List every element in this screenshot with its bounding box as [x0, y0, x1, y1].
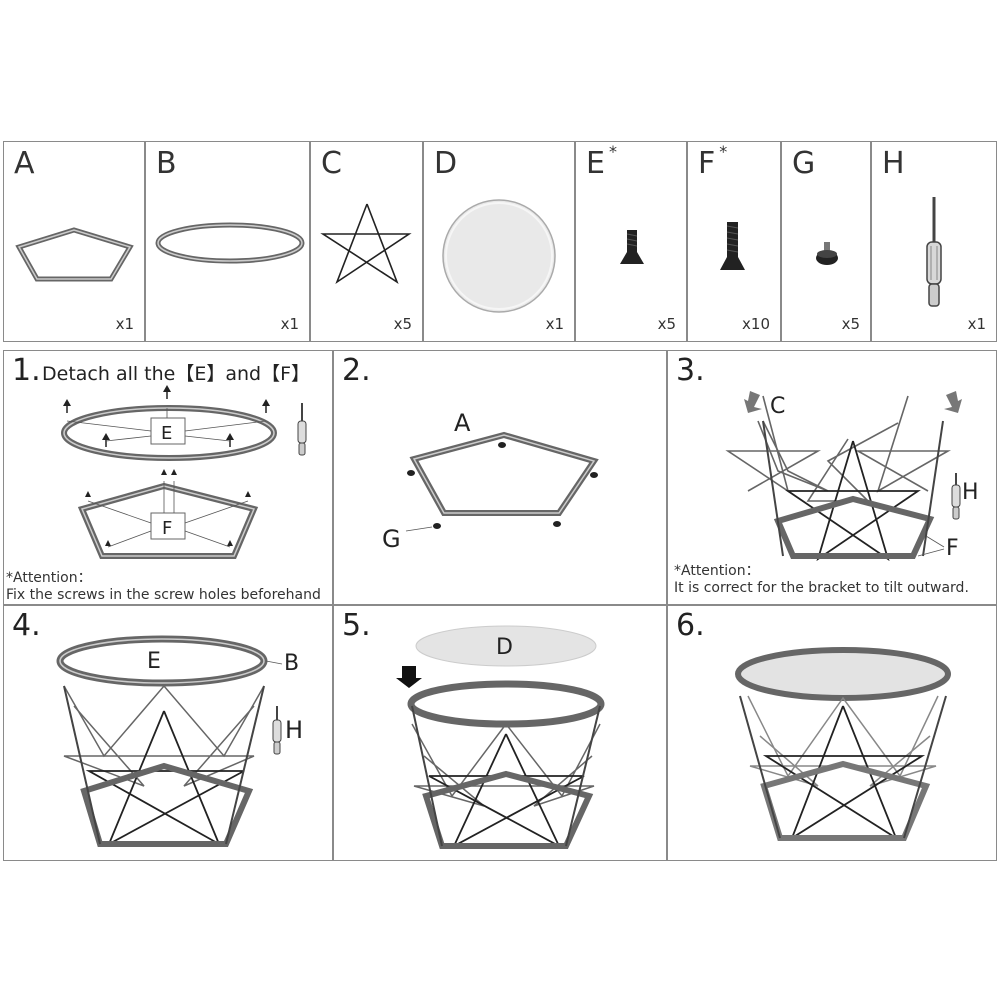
place-glass-diagram: D: [396, 625, 605, 849]
glass-top-icon: [442, 199, 556, 313]
label-h: H: [285, 716, 303, 744]
label-e: E: [147, 649, 161, 674]
part-letter: G: [792, 146, 816, 181]
label-f: F: [162, 518, 172, 539]
star-bracket-icon: [320, 203, 412, 285]
attention-note: *Attention： Fix the screws in the screw …: [6, 570, 321, 603]
pentagon-feet-diagram: A G: [382, 409, 599, 553]
part-qty: x10: [742, 315, 770, 333]
label-c: C: [770, 394, 785, 419]
step-3-panel: 3. C H F *Attention： It is correct for t…: [667, 350, 997, 605]
step-number: 4.: [12, 608, 41, 643]
label-d: D: [496, 635, 513, 660]
part-qty: x1: [967, 315, 986, 333]
step-number: 5.: [342, 608, 371, 643]
part-letter: C: [321, 146, 342, 181]
step-1-panel: 1. Detach all the【E】and【F】 E F: [3, 350, 333, 605]
part-cell-g: G x5: [781, 141, 871, 342]
part-qty: x5: [841, 315, 860, 333]
part-qty: x5: [393, 315, 412, 333]
part-cell-e: E* x5: [575, 141, 687, 342]
part-cell-a: A x1: [3, 141, 145, 342]
pentagon-frame-icon: [15, 227, 134, 282]
label-h: H: [962, 480, 979, 505]
finished-table-diagram: [735, 647, 951, 841]
part-letter: H: [882, 146, 905, 181]
part-qty: x1: [115, 315, 134, 333]
step-number: 2.: [342, 353, 371, 388]
long-screw-icon: [720, 222, 745, 270]
part-cell-b: B x1: [145, 141, 310, 342]
step-5-panel: 5. D: [333, 605, 667, 861]
step-2-panel: 2. A G: [333, 350, 667, 605]
part-qty: x1: [280, 315, 299, 333]
part-cell-c: C x5: [310, 141, 423, 342]
label-e: E: [161, 423, 172, 444]
screwdriver-icon: [926, 197, 942, 307]
step-6-panel: 6.: [667, 605, 997, 861]
ring-frame-icon: [155, 222, 305, 264]
attention-note: *Attention： It is correct for the bracke…: [674, 563, 969, 596]
short-screw-icon: [620, 230, 644, 264]
label-b: B: [284, 651, 299, 676]
label-f: F: [946, 536, 959, 561]
part-letter: E*: [586, 142, 617, 181]
step-number: 1.: [12, 353, 41, 388]
part-cell-h: H x1: [871, 141, 997, 342]
detach-screws-diagram: E F: [61, 385, 307, 559]
step-4-panel: 4. E B H: [3, 605, 333, 861]
part-letter: F*: [698, 142, 728, 181]
part-cell-d: D x1: [423, 141, 575, 342]
part-cell-f: F* x10: [687, 141, 781, 342]
step-number: 3.: [676, 353, 705, 388]
attach-brackets-diagram: C H F: [725, 391, 979, 562]
part-qty: x1: [545, 315, 564, 333]
part-qty: x5: [657, 315, 676, 333]
step-number: 6.: [676, 608, 705, 643]
foot-pad-icon: [816, 242, 838, 265]
attach-ring-diagram: E B H: [56, 635, 303, 847]
label-a: A: [454, 409, 471, 437]
step-title: Detach all the【E】and【F】: [42, 363, 311, 385]
part-letter: A: [14, 146, 35, 181]
part-letter: D: [434, 146, 458, 181]
part-letter: B: [156, 146, 177, 181]
label-g: G: [382, 525, 401, 553]
